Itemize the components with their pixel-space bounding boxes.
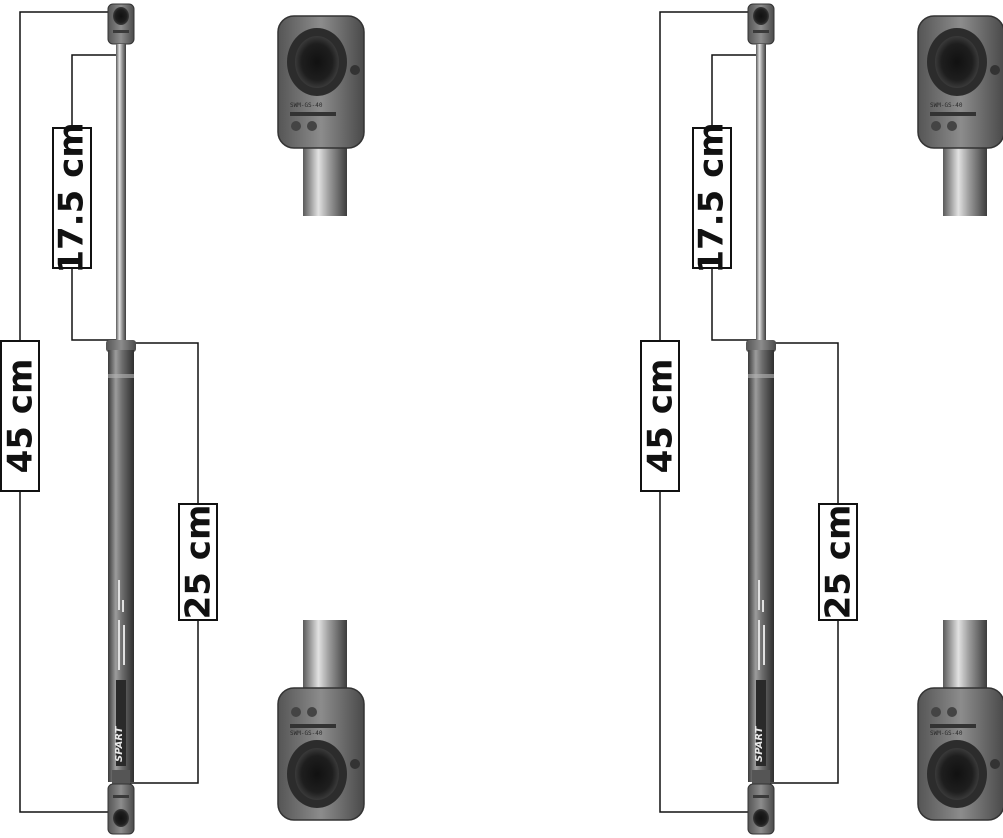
gas-strut-panel-right: 45 cm 17.5 cm 25 cm SPART SWM-GS-40 SWM-… bbox=[640, 0, 1003, 838]
gas-strut-panel-left: 45 cm 17.5 cm 25 cm SPART SWM-GS-40 SWM-… bbox=[0, 0, 500, 838]
overall-length-label: 45 cm bbox=[640, 340, 680, 492]
body-label-marks bbox=[756, 580, 766, 766]
piston-rod bbox=[116, 44, 126, 342]
body-length-label: 25 cm bbox=[178, 503, 218, 621]
rod-length-label: 17.5 cm bbox=[692, 122, 732, 274]
top-end-fitting bbox=[107, 3, 135, 45]
piston-rod bbox=[756, 44, 766, 342]
bottom-fitting-closeup bbox=[277, 620, 365, 821]
rod-length-text: 17.5 cm bbox=[52, 122, 92, 274]
rod-length-text: 17.5 cm bbox=[692, 122, 732, 274]
top-fitting-closeup bbox=[917, 15, 1003, 216]
rod-length-label: 17.5 cm bbox=[52, 122, 92, 274]
top-end-fitting bbox=[747, 3, 775, 45]
body-length-text: 25 cm bbox=[178, 504, 219, 620]
fitting-mark-bottom-left: SWM-GS-40 bbox=[290, 730, 323, 737]
fitting-mark-top-left: SWM-GS-40 bbox=[290, 102, 323, 109]
brand-logo-left: SPART bbox=[114, 726, 125, 762]
top-fitting-closeup bbox=[277, 15, 365, 216]
brand-logo-right: SPART bbox=[754, 726, 765, 762]
overall-length-text: 45 cm bbox=[0, 358, 41, 474]
overall-length-label: 45 cm bbox=[0, 340, 40, 492]
body-length-label: 25 cm bbox=[818, 503, 858, 621]
fitting-mark-top-right: SWM-GS-40 bbox=[930, 102, 963, 109]
strut-drawing-right bbox=[659, 3, 1003, 835]
bottom-end-fitting bbox=[107, 783, 135, 835]
fitting-mark-bottom-right: SWM-GS-40 bbox=[930, 730, 963, 737]
overall-length-text: 45 cm bbox=[640, 358, 681, 474]
body-label-marks bbox=[116, 580, 126, 766]
body-length-text: 25 cm bbox=[818, 504, 859, 620]
bottom-fitting-closeup bbox=[917, 620, 1003, 821]
strut-drawing-left bbox=[19, 3, 365, 835]
bottom-end-fitting bbox=[747, 783, 775, 835]
